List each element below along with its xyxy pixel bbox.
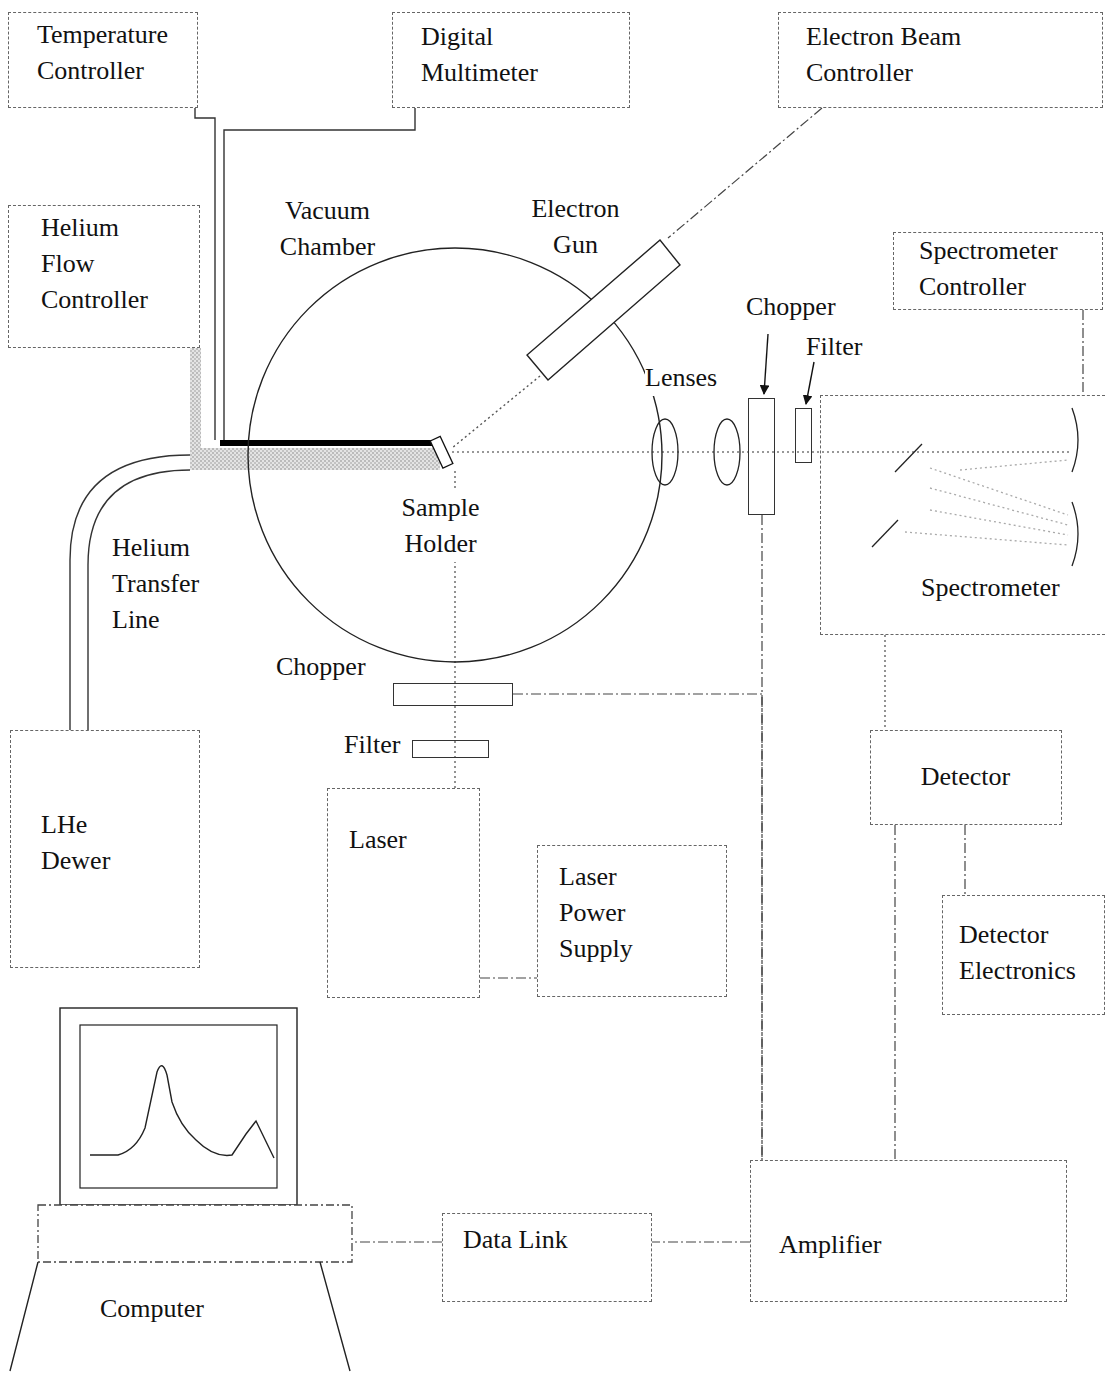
power-supply: Laser Power Supply [537,845,727,997]
optical-filter: Filter [412,740,489,758]
data-link: Data Link [442,1213,652,1302]
spectrum-trace [90,1066,274,1158]
part-label: Lenses [645,360,717,396]
signal-line [884,635,886,730]
box-label: Amplifier [779,1227,882,1263]
gun-body [527,240,680,380]
emission-beam [452,451,1072,453]
cold-finger [190,448,440,470]
sample [430,436,453,468]
controller-box: Temperature Controller [8,12,198,108]
helium-dewar: LHe Dewer [10,730,200,968]
part-heading: Filter [806,329,862,365]
part-heading: Electron Gun [518,191,633,263]
meter-wire [224,108,415,440]
laser: Laser [327,788,480,998]
controller-box: Electron Beam Controller [778,12,1103,108]
electronics-box: Detector Electronics [942,895,1105,1015]
signal-line [652,1241,750,1242]
part-heading: Filter [344,727,400,763]
instrument-box: Digital Multimeter [392,12,630,108]
box-label: Spectrometer [921,570,1060,606]
leader-arrow [806,362,814,404]
part-label: Sample Holder [393,490,488,562]
electron-beam [452,376,540,448]
box-label: Computer [100,1291,204,1327]
holder-rod [220,440,434,446]
signal-line [668,108,822,238]
box-label: Helium Flow Controller [41,210,156,318]
box-label: Detector [921,759,1011,795]
computer: Computer [10,1205,352,1371]
part-label: Helium Transfer Line [112,530,222,638]
screen [80,1025,277,1188]
monitor [60,1008,297,1205]
box-label: Spectrometer Controller [919,233,1069,305]
amplifier: Amplifier [750,1160,1067,1302]
box-label: Laser Power Supply [559,859,639,967]
part-heading: Chopper [746,289,836,325]
part-heading: Chopper [276,649,366,685]
mirror [872,520,898,547]
spectrometer: Spectrometer [820,395,1105,635]
signal-line [1082,310,1083,395]
node-outline [522,238,680,380]
label-slot: Lenses [645,360,717,396]
thermo-wire [195,108,215,440]
box-label: Electron Beam Controller [806,19,1006,91]
lens [652,419,678,485]
label-slot: Helium Transfer Line [112,530,222,638]
leader-arrow [764,334,768,394]
keyboard-outline [10,1262,350,1371]
signal-line [964,825,965,895]
signal-line [480,977,537,978]
optical-chopper: Chopper [393,683,513,706]
signal-line [513,694,762,1160]
mirror [895,444,922,472]
optical-chopper: Chopper [748,398,775,515]
concave-mirror [1072,408,1078,472]
signal-line [894,825,895,1160]
controller-box: Spectrometer Controller [893,232,1103,310]
signal-line [352,1241,442,1242]
box-label: Laser [349,822,407,858]
box-label: LHe Dewer [41,807,121,879]
controller-box: Helium Flow Controller [8,205,200,348]
concave-mirror [1072,502,1078,566]
box-label: Temperature Controller [37,17,187,89]
label-slot: Sample Holder [393,490,488,562]
box-label: Data Link [463,1222,568,1258]
optical-filter: Filter [795,408,812,463]
part-heading: Vacuum Chamber [265,193,390,265]
dispersed-light [905,460,1068,545]
box-label: Detector Electronics [959,917,1084,989]
computer-base [38,1205,352,1262]
electron-gun: Electron Gun [522,238,680,380]
detector: Detector [870,730,1062,825]
lens [714,419,740,485]
box-label: Digital Multimeter [421,19,571,91]
node-outline [10,1205,352,1371]
